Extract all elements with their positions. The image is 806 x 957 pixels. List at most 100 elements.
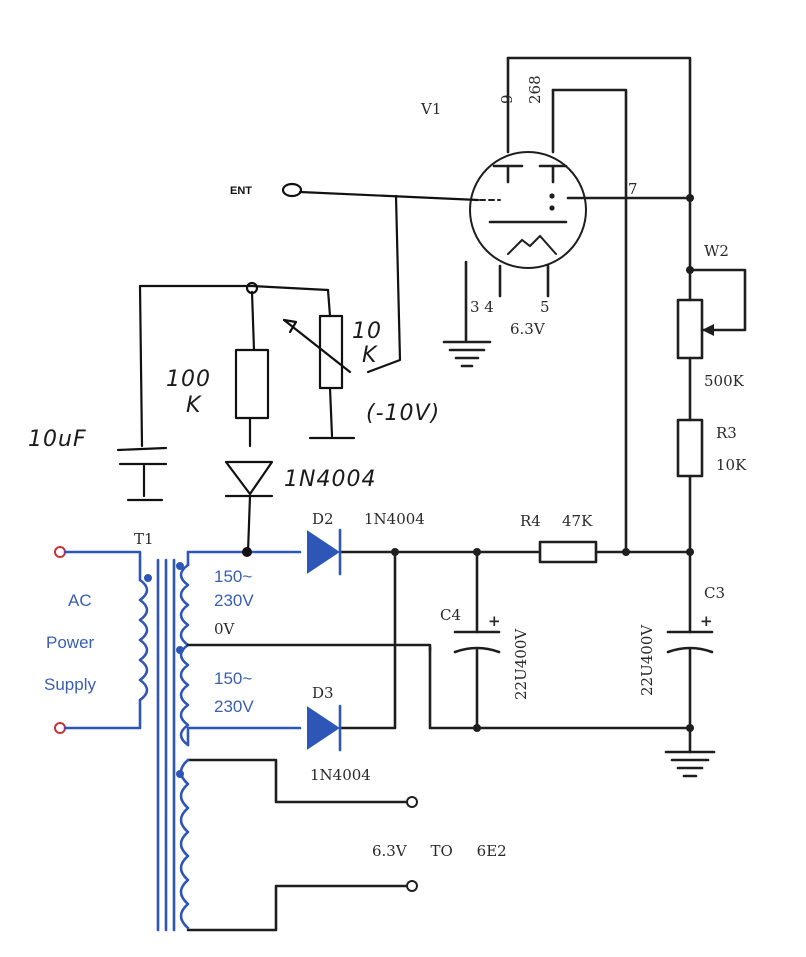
secondary-label: 230V: [214, 591, 254, 610]
wire: [298, 190, 480, 202]
input-label: ENT: [230, 185, 252, 197]
wire: [326, 288, 332, 318]
cap-ref-label: C4: [440, 606, 461, 624]
hand-diode-label: 1N4004: [284, 467, 376, 492]
heater-label: 6.3V TO 6E2: [372, 842, 507, 860]
hand-resistor-label: 100: [166, 367, 211, 392]
tube-heater: [507, 234, 557, 255]
pot-value-label: 500K: [704, 372, 745, 390]
input-jack: [281, 182, 303, 198]
cap-ref-label: C3: [704, 584, 725, 602]
cap-plate: [116, 446, 168, 452]
wire: [186, 758, 412, 804]
wire: [328, 386, 334, 438]
ground-symbol: [442, 340, 492, 368]
wire: [186, 884, 412, 932]
pot-arrow: [282, 318, 352, 374]
tube-envelope: [469, 151, 587, 269]
tube-pin-label: 6.3V: [510, 320, 546, 338]
center-tap-label: 0V: [214, 620, 236, 638]
ac-terminal: [54, 722, 66, 734]
diode-hand: [224, 460, 274, 496]
wire: [366, 194, 402, 374]
wire: [246, 494, 252, 554]
wire: [138, 284, 144, 448]
ground-symbol: [664, 750, 716, 778]
wire: [186, 643, 432, 652]
wire: [506, 56, 692, 200]
cap-plus-sign: +: [700, 612, 713, 630]
diode-value-label: 1N4004: [364, 510, 425, 528]
resistor-r3: [676, 418, 704, 478]
diode-value-label: 1N4004: [310, 766, 371, 784]
cap-plus-sign: +: [488, 612, 501, 630]
hand-pot-label: K: [362, 343, 378, 368]
tube-pin-label: 268: [526, 75, 544, 104]
resistor-100k: [234, 348, 270, 420]
tube-pin-label: 9: [498, 94, 516, 104]
tube-pin-label: 3 4: [470, 298, 494, 316]
cap-value-label: 22U400V: [638, 624, 656, 696]
junction-dot: [686, 724, 694, 732]
junction-dot: [473, 724, 481, 732]
wire: [428, 646, 692, 730]
primary-label: AC: [68, 591, 92, 610]
secondary-label: 230V: [214, 697, 254, 716]
tube-grid-dot: [549, 205, 555, 211]
cap-value-label: 22U400V: [512, 628, 530, 700]
hand-cap-label: 10uF: [28, 427, 87, 452]
secondary-label: 150~: [214, 669, 252, 688]
primary-label: Power: [46, 633, 95, 652]
wire: [186, 726, 302, 747]
transformer-ref-label: T1: [134, 530, 154, 548]
wire: [250, 290, 256, 352]
heater-terminal: [406, 796, 418, 808]
phase-dot: [176, 562, 184, 570]
secondary-label: 150~: [214, 567, 252, 586]
secondary-coil: [179, 563, 190, 747]
diode-d3: D3 1N4004: [307, 684, 371, 784]
hand-resistor-label: K: [186, 393, 202, 418]
wire: [63, 550, 142, 582]
diode-ref-label: D2: [312, 510, 334, 528]
wire: [63, 698, 142, 730]
heater-coil: [179, 758, 190, 930]
cap-c4-plate: [453, 646, 501, 654]
cap-c3-plate: [666, 646, 714, 654]
wire: [688, 268, 747, 332]
hand-pot-label: 10: [352, 319, 382, 344]
handwritten-bias-circuit: ENT 10uF 100 K 10 K (-10V) 1N4004: [28, 182, 480, 554]
phase-dot: [144, 574, 152, 582]
pot-ref-label: W2: [704, 242, 729, 260]
wire: [338, 550, 397, 730]
heater-terminal: [406, 880, 418, 892]
tube-v1: V1 9 268 7 3 4 5 6.3V: [420, 56, 638, 338]
resistor-value-label: 10K: [716, 456, 747, 474]
diode-d2: D2 1N4004: [307, 510, 425, 576]
resistor-ref-label: R3: [716, 424, 737, 442]
diode-ref-label: D3: [312, 684, 334, 702]
pot-arrow-head: [282, 318, 298, 334]
resistor-ref-label: R4: [520, 512, 541, 530]
printed-wiring: + +: [186, 56, 747, 932]
tube-pin-label: 5: [540, 298, 550, 316]
tube-pin-label: 7: [628, 180, 638, 198]
tube-ref-label: V1: [420, 100, 441, 118]
hand-bias-label: (-10V): [366, 401, 440, 426]
phase-dot: [176, 770, 184, 778]
resistor-r4: [538, 540, 598, 564]
transformer-t1: T1 AC Power Supply 150~ 230V 0V 150~ 230…: [44, 530, 507, 932]
ac-terminal: [54, 546, 66, 558]
primary-label: Supply: [44, 675, 96, 694]
resistor-value-label: 47K: [562, 512, 593, 530]
wire: [551, 88, 628, 554]
pot-w2-wiper: [702, 324, 714, 336]
tube-grid-dot: [549, 193, 555, 199]
junction-dot: [686, 194, 694, 202]
pot-w2-body: [676, 298, 704, 360]
primary-coil: [138, 578, 149, 702]
wire: [138, 284, 330, 292]
phase-dot: [176, 646, 184, 654]
